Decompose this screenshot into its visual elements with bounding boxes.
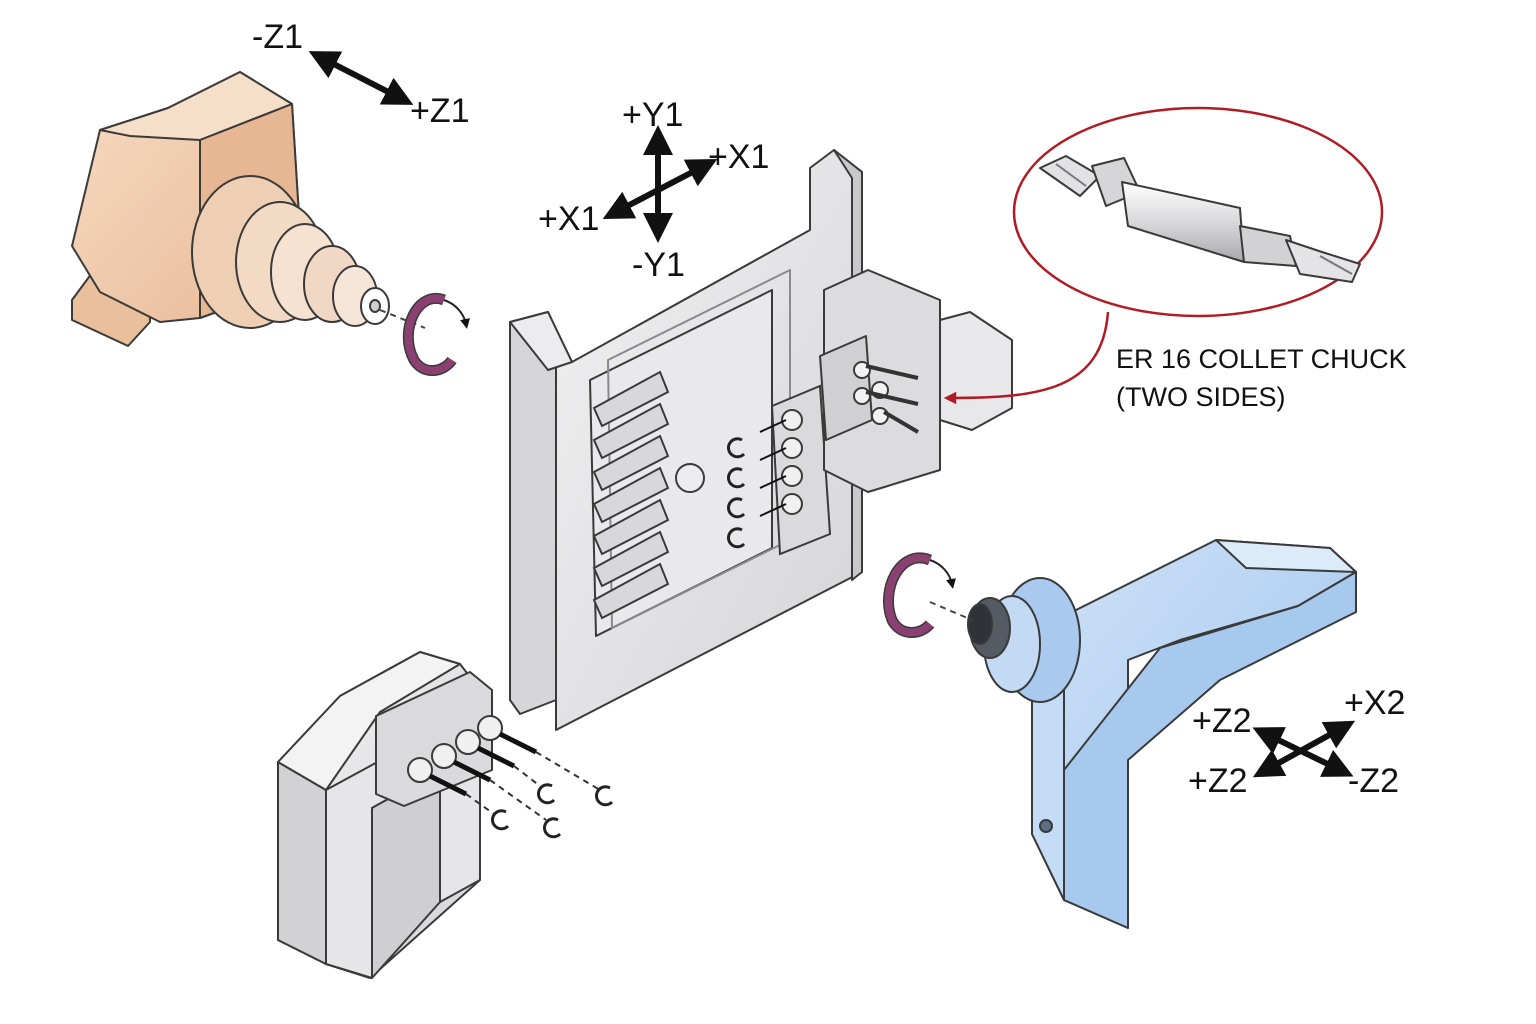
x1-plus-left-label: +X1 [538,200,599,238]
lower-block-chucks [407,715,538,797]
y1-minus-label: -Y1 [632,246,685,284]
plate-locating-pin [675,463,705,493]
callout-line-1: ER 16 COLLET CHUCK [1116,344,1407,374]
x1-plus-right-label: +X1 [708,138,769,176]
z1-minus-label: -Z1 [252,18,303,56]
lower-tool-block [277,651,493,979]
z2-plus-top-label: +Z2 [1192,702,1252,740]
main-spindle [71,71,390,347]
snap-ring-sub [883,552,956,638]
callout-leader-arrow [943,311,1110,405]
tool-holder-stack [592,370,670,620]
plate-clips [726,437,746,549]
callout-line-2: (TWO SIDES) [1116,382,1286,412]
z1-plus-label: +Z1 [410,92,470,130]
lower-block-dashed-lines [465,751,601,821]
main-spindle-centerline [379,309,426,329]
x2-plus-label: +X2 [1344,684,1405,722]
z2-minus-label: -Z2 [1348,762,1399,800]
y1-plus-label: +Y1 [622,96,683,134]
er16-collet-chuck-detail [1039,155,1361,283]
z1-axis-arrow [308,51,414,105]
sub-spindle-centerline [929,601,973,621]
x2-axis-arrow [1252,720,1356,778]
sub-spindle [967,539,1357,929]
lower-block-clips [490,783,614,839]
side-tool-block [819,269,1013,493]
z2-plus-bottom-label: +Z2 [1188,762,1248,800]
x1-axis-arrow [602,159,718,219]
plate-mini-chucks [759,384,832,556]
snap-ring-main [402,292,470,376]
